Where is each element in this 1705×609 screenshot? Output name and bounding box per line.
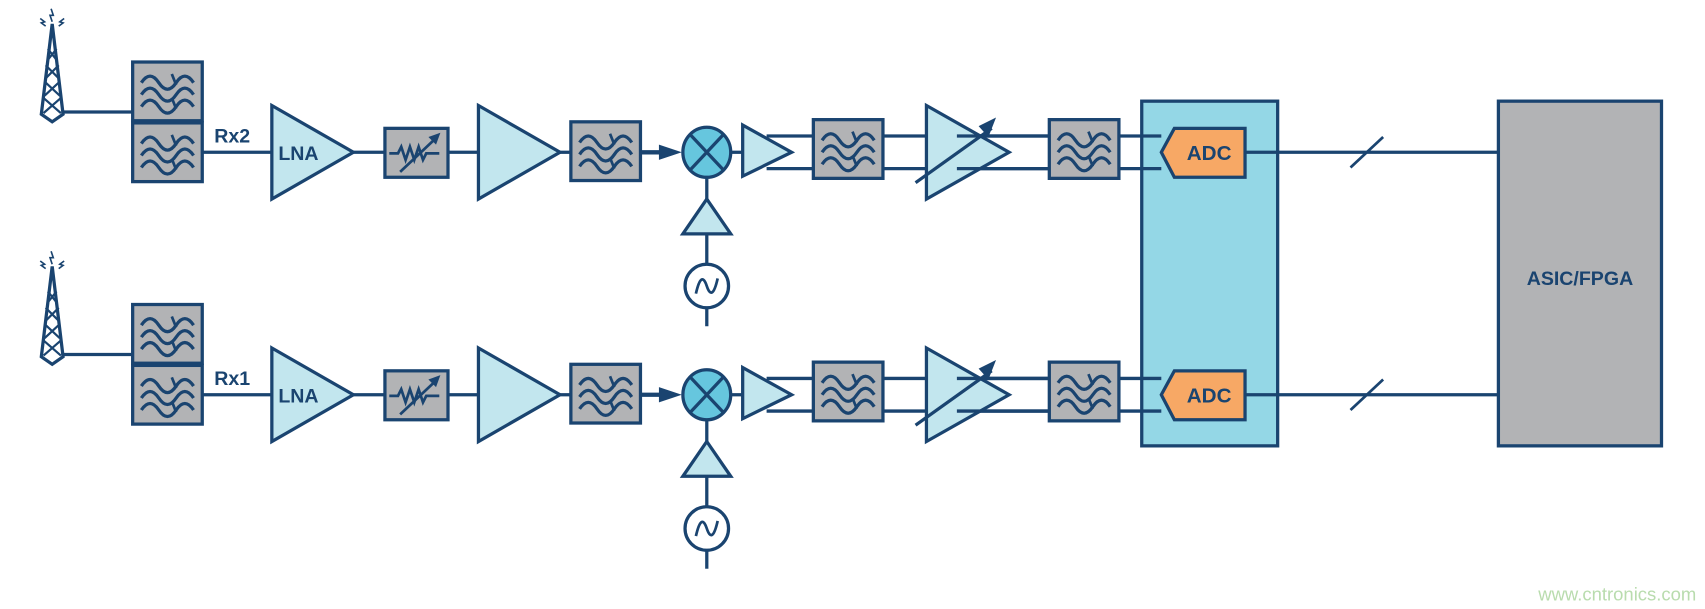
resistor-icon [389,385,440,407]
local-oscillator [683,262,731,310]
arrow-icon [658,144,682,160]
variable-gain-amplifier [914,345,1013,445]
if-amplifier [741,122,796,179]
mixer [681,368,733,422]
gain-amplifier [476,102,564,202]
variable-attenuator [383,126,450,179]
anti-alias-filter [1047,360,1121,423]
arrow-icon [658,387,682,403]
lna-label: LNA [278,385,318,407]
asic-fpga-label: ASIC/FPGA [1527,268,1634,290]
antenna-tower-icon [39,8,133,124]
sine-wave-icon [694,278,719,294]
mixer-x-icon [689,376,725,414]
adc-label: ADC [1187,384,1232,407]
arrow-icon [978,359,997,380]
mixer-x-icon [689,133,725,171]
watermark: www.cntronics.com [1537,583,1696,604]
anti-alias-filter [1047,118,1121,180]
variable-attenuator [383,369,450,422]
bus-width-slash [1349,378,1385,411]
gain-amplifier [476,345,564,445]
variable-gain-amplifier [914,102,1013,202]
asic-fpga-block [1496,99,1664,448]
adc: ADC [1159,126,1247,179]
local-oscillator [683,505,731,552]
rx-channel-label: Rx1 [214,368,250,390]
lo-buffer-amplifier [679,438,734,478]
lna-amplifier: LNA [270,345,357,445]
lna-label: LNA [278,143,318,165]
if-filter [811,118,885,180]
resistor-icon [389,142,440,165]
sine-wave-icon [694,520,719,537]
adc: ADC [1159,369,1247,422]
antenna-tower-icon [39,250,133,367]
bus-width-slash [1349,136,1385,169]
rx-channel-label: Rx2 [214,125,250,147]
rf-bandpass-filter [569,362,643,425]
if-amplifier [741,364,796,422]
duplexer-filter-top [131,60,204,123]
lna-amplifier: LNA [270,102,357,202]
duplexer-filter-top [131,302,204,365]
rf-bandpass-filter [569,120,643,183]
duplexer-filter-bottom [131,121,204,184]
mixer [681,125,733,179]
duplexer-filter-bottom [131,363,204,426]
lo-buffer-amplifier [679,196,734,236]
if-filter [811,360,885,423]
adc-label: ADC [1187,142,1232,165]
arrow-icon [978,117,997,138]
